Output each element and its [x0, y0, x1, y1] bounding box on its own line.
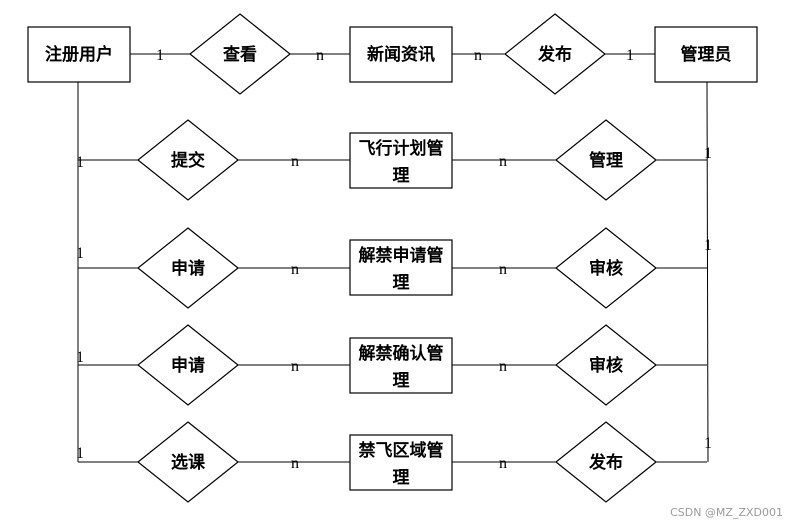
- entity-label: 管理员: [681, 44, 732, 65]
- relation-view: 查看: [189, 13, 291, 95]
- entity-label-line-2: 理: [393, 468, 410, 488]
- relation-publish-top: 发布: [504, 13, 606, 95]
- relation-apply-2: 申请: [137, 324, 239, 406]
- entity-label: 注册用户: [45, 44, 113, 65]
- cardinality-label: n: [291, 358, 299, 375]
- relation-label: 提交: [171, 150, 205, 171]
- cardinality-label: 1: [76, 349, 84, 366]
- relation-label: 审核: [589, 355, 623, 376]
- relation-submit: 提交: [137, 119, 239, 201]
- cardinality-label: n: [499, 153, 507, 170]
- cardinality-label: n: [499, 455, 507, 472]
- cardinality-labels: 1 n n 1 1 1 1 1 n n n n n n n n 1 1 1: [76, 47, 712, 472]
- relation-label: 管理: [589, 150, 623, 171]
- cardinality-label: n: [291, 455, 299, 472]
- entity-label-line-2: 理: [393, 166, 410, 186]
- relation-publish-bottom: 发布: [555, 421, 657, 503]
- relation-review-1: 审核: [555, 227, 657, 309]
- entity-label-line-1: 禁飞区域管: [359, 440, 444, 461]
- relation-manage: 管理: [555, 119, 657, 201]
- entity-label: 新闻资讯: [367, 44, 435, 65]
- entity-label-line-1: 解禁申请管: [359, 245, 444, 266]
- cardinality-label: 1: [626, 47, 634, 64]
- entity-no-fly-zone: 禁飞区域管 理: [349, 434, 453, 491]
- cardinality-label: 1: [76, 445, 84, 462]
- cardinality-label: 1: [704, 435, 712, 452]
- cardinality-label: 1: [156, 47, 164, 64]
- entity-unban-confirm: 解禁确认管 理: [349, 337, 453, 394]
- relation-apply-1: 申请: [137, 227, 239, 309]
- cardinality-label: n: [499, 358, 507, 375]
- relation-label: 发布: [588, 452, 623, 473]
- watermark: CSDN @MZ_ZXD001: [670, 506, 783, 519]
- cardinality-label: 1: [704, 237, 712, 254]
- cardinality-label: n: [499, 261, 507, 278]
- relation-label: 选课: [171, 453, 206, 473]
- cardinality-label: 1: [76, 245, 84, 262]
- relation-label: 申请: [171, 355, 205, 376]
- relation-label: 审核: [589, 258, 623, 279]
- cardinality-label: n: [474, 47, 482, 64]
- entity-label-line-2: 理: [393, 273, 410, 293]
- connector-lines: [77, 53, 709, 463]
- cardinality-label: 1: [76, 154, 84, 171]
- relation-label: 发布: [537, 44, 572, 65]
- cardinality-label: 1: [704, 145, 712, 162]
- entity-admin: 管理员: [654, 26, 758, 83]
- entity-label-line-1: 解禁确认管: [359, 343, 444, 364]
- entity-label-line-1: 飞行计划管: [359, 138, 444, 159]
- entity-flight-plan: 飞行计划管 理: [349, 132, 453, 189]
- cardinality-label: n: [291, 261, 299, 278]
- entity-registered-user: 注册用户: [27, 26, 131, 83]
- relation-review-2: 审核: [555, 324, 657, 406]
- entity-news: 新闻资讯: [349, 26, 453, 83]
- entity-unban-apply: 解禁申请管 理: [349, 239, 453, 296]
- cardinality-label: n: [316, 47, 324, 64]
- relation-label: 申请: [171, 258, 205, 279]
- entity-label-line-2: 理: [393, 371, 410, 391]
- relation-select-course: 选课: [137, 421, 239, 503]
- cardinality-label: n: [291, 153, 299, 170]
- relation-label: 查看: [222, 44, 257, 65]
